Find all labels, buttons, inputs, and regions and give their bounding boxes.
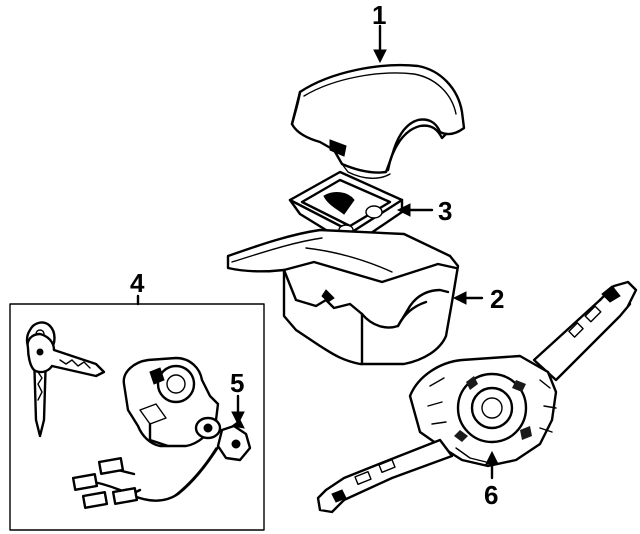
- combination-switch: [316, 280, 638, 514]
- connector-icon: [71, 472, 99, 492]
- callout-3: 3: [438, 196, 452, 226]
- arrow-left-icon: [396, 203, 411, 217]
- callout-2: 2: [490, 284, 504, 314]
- lock-cylinder: [122, 356, 222, 448]
- connector-icon: [97, 456, 125, 476]
- callout-5: 5: [230, 368, 244, 398]
- key-icon: [26, 332, 106, 378]
- wiring-harness: [71, 442, 222, 510]
- connector-icon: [81, 490, 109, 510]
- upper-column-cover: [290, 63, 466, 179]
- arrow-up-icon: [485, 450, 499, 465]
- ignition-lock-kit: [9, 303, 265, 531]
- connector-icon: [111, 486, 139, 506]
- arrow-down-icon: [373, 49, 387, 64]
- key-reminder-switch: [216, 419, 252, 462]
- arrow-down-icon: [231, 411, 245, 426]
- leader-lines: [136, 24, 499, 480]
- callout-1: 1: [372, 0, 386, 30]
- callouts: 1 2 3 4 5 6: [130, 0, 504, 510]
- callout-4: 4: [130, 268, 145, 298]
- callout-6: 6: [484, 480, 498, 510]
- arrow-left-icon: [452, 291, 467, 305]
- lower-column-cover: [226, 228, 460, 366]
